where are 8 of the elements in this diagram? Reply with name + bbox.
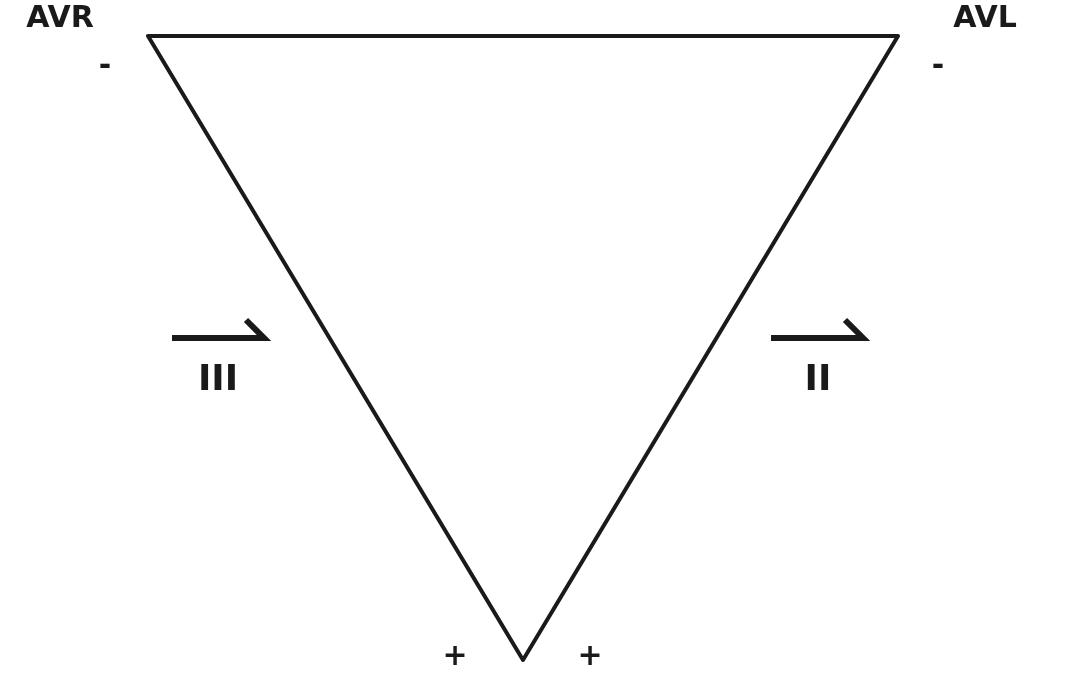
polarity-sign: -	[931, 50, 945, 80]
lead-label: AVR	[26, 2, 94, 32]
lead-label: AVL	[953, 2, 1017, 32]
lead-label: II	[804, 360, 832, 396]
lead-label: III	[197, 360, 239, 396]
polarity-sign: +	[442, 640, 468, 670]
polarity-sign: +	[577, 640, 603, 670]
polarity-sign: -	[98, 50, 112, 80]
